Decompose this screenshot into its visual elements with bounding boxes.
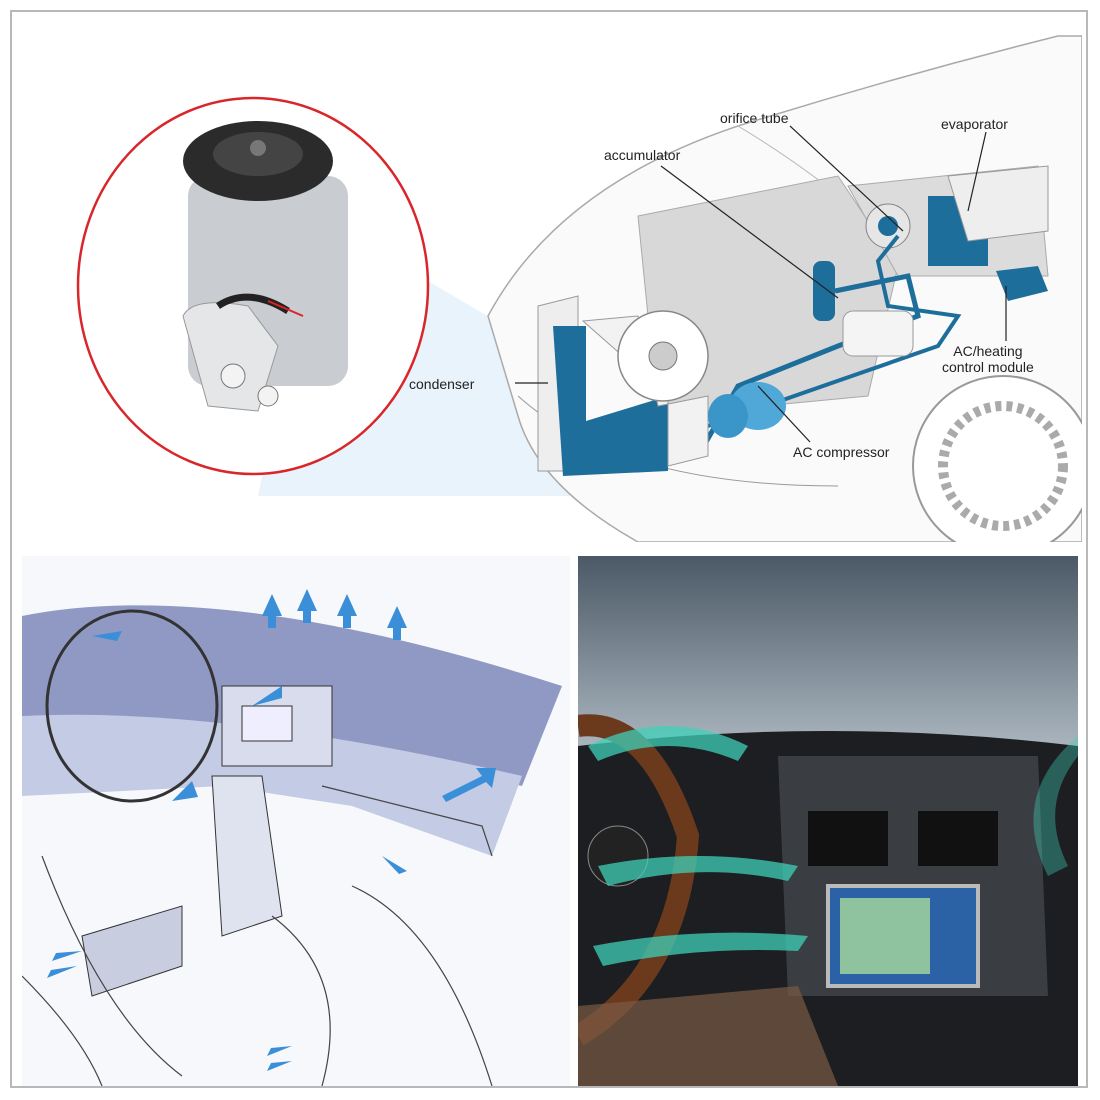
label-control-module: AC/heating control module (942, 343, 1034, 375)
steering-wheel (45, 609, 219, 803)
label-condenser: condenser (409, 376, 475, 392)
label-evaporator: evaporator (941, 116, 1008, 132)
label-control-module-line2: control module (942, 359, 1034, 375)
ac-system-diagram: orifice tube evaporator accumulator cond… (18, 16, 1082, 542)
image-frame (10, 10, 1088, 1088)
dashboard-photo-illustration (578, 556, 1078, 1086)
left-vent (808, 811, 888, 866)
airflow-arrows (47, 589, 496, 1071)
interior-airflow-sketch (22, 556, 570, 1086)
accumulator-part (813, 261, 835, 321)
label-accumulator: accumulator (604, 147, 681, 163)
label-orifice-tube: orifice tube (720, 110, 789, 126)
right-vent (918, 811, 998, 866)
airflow-streams (588, 726, 1078, 966)
control-module-part (996, 266, 1048, 301)
dashboard-photo (578, 556, 1078, 1086)
condenser-part (553, 326, 668, 476)
label-control-module-line1: AC/heating (953, 343, 1023, 359)
dashboard-sketch (22, 589, 562, 1086)
compressor-photo (182, 121, 348, 412)
label-ac-compressor: AC compressor (793, 444, 890, 460)
car-engine-illustration (76, 35, 1082, 542)
